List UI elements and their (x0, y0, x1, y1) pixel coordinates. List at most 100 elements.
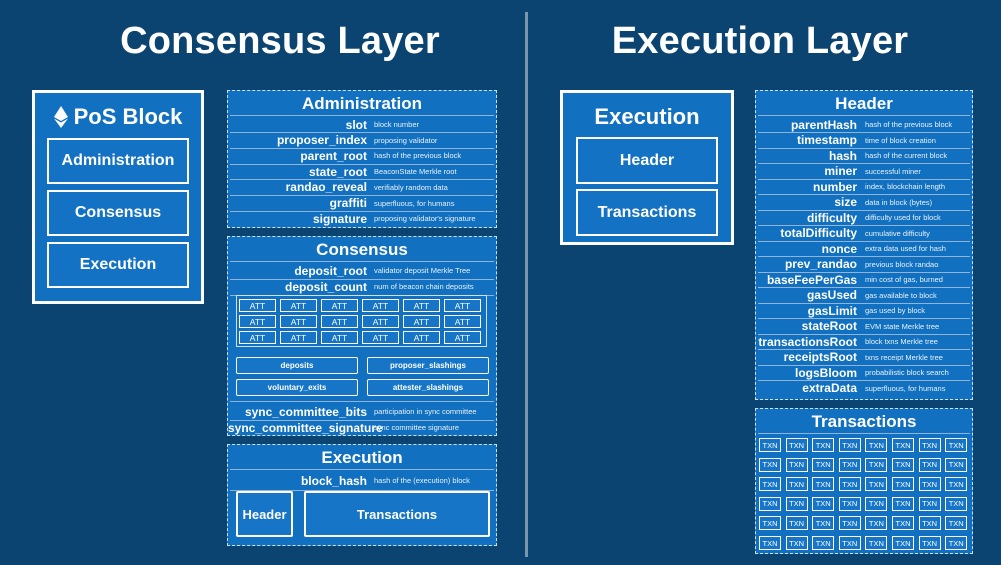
transaction-chip[interactable]: TXN (785, 516, 808, 531)
transaction-chip[interactable]: TXN (918, 457, 941, 472)
transaction-chip[interactable]: TXN (892, 438, 914, 452)
transaction-chip[interactable]: TXN (838, 457, 861, 472)
transaction-chip[interactable]: TXN (785, 536, 808, 550)
voluntary-exits-pill[interactable]: voluntary_exits (236, 379, 358, 396)
field-divider (758, 178, 970, 180)
transaction-chip[interactable]: TXN (785, 477, 808, 492)
pos-item-consensus[interactable]: Consensus (47, 190, 189, 236)
field-desc: previous block randao (865, 259, 939, 269)
transaction-chip[interactable]: TXN (945, 477, 968, 492)
field-key: state_root (308, 164, 367, 179)
pos-item-execution[interactable]: Execution (47, 242, 189, 288)
attestation-chip[interactable]: ATT (444, 299, 481, 312)
transaction-chip[interactable]: TXN (838, 496, 861, 511)
execution-block: Execution Header Transactions (560, 90, 734, 245)
transaction-chip[interactable]: TXN (865, 457, 888, 472)
transaction-chip[interactable]: TXN (865, 438, 888, 452)
attestation-chip[interactable]: ATT (239, 299, 276, 312)
transaction-chip[interactable]: TXN (759, 438, 781, 452)
transaction-chip[interactable]: TXN (785, 496, 808, 511)
transaction-chip[interactable]: TXN (812, 536, 835, 550)
transaction-chip[interactable]: TXN (838, 536, 861, 550)
execution-header-button[interactable]: Header (236, 491, 293, 537)
attestation-chip[interactable]: ATT (239, 315, 276, 328)
field-desc: hash of the previous block (374, 151, 462, 161)
attestation-chip[interactable]: ATT (403, 299, 440, 312)
field-divider (758, 225, 970, 226)
transaction-chip[interactable]: TXN (838, 516, 861, 531)
transaction-chip[interactable]: TXN (759, 457, 781, 472)
execution-item-transactions[interactable]: Transactions (576, 189, 718, 236)
proposer-slashings-pill[interactable]: proposer_slashings (367, 357, 489, 374)
transaction-chip[interactable]: TXN (892, 457, 914, 472)
field-key: difficulty (807, 210, 857, 225)
transaction-chip[interactable]: TXN (785, 438, 808, 452)
transaction-chip[interactable]: TXN (838, 438, 861, 452)
transaction-chip[interactable]: TXN (892, 516, 914, 531)
transaction-chip[interactable]: TXN (812, 477, 835, 492)
attestation-chip[interactable]: ATT (321, 299, 358, 312)
transaction-chip[interactable]: TXN (945, 438, 968, 452)
attestation-chip[interactable]: ATT (280, 315, 317, 328)
attestation-chip[interactable]: ATT (444, 331, 481, 344)
transaction-chip[interactable]: TXN (785, 457, 808, 472)
transaction-chip[interactable]: TXN (892, 477, 914, 492)
pos-block-title: PoS Block (73, 104, 183, 129)
pos-item-administration[interactable]: Administration (47, 138, 189, 184)
transaction-chip[interactable]: TXN (759, 477, 781, 492)
transaction-chip[interactable]: TXN (892, 536, 914, 550)
transaction-chip[interactable]: TXN (918, 438, 941, 452)
transaction-chip[interactable]: TXN (918, 516, 941, 531)
attestation-chip[interactable]: ATT (403, 331, 440, 344)
field-divider (230, 163, 494, 165)
transaction-chip[interactable]: TXN (865, 516, 888, 531)
field-key: signature (312, 211, 367, 226)
transaction-chip[interactable]: TXN (945, 496, 968, 511)
transaction-chip[interactable]: TXN (865, 496, 888, 511)
transaction-chip[interactable]: TXN (892, 496, 914, 511)
transaction-chip[interactable]: TXN (945, 457, 968, 472)
transaction-chip[interactable]: TXN (918, 496, 941, 511)
transaction-chip[interactable]: TXN (865, 536, 888, 550)
attestation-chip[interactable]: ATT (239, 331, 276, 344)
consensus-layer-title: Consensus Layer (120, 20, 440, 62)
attestation-chip[interactable]: ATT (362, 315, 399, 328)
attestation-chip[interactable]: ATT (444, 315, 481, 328)
transaction-chip[interactable]: TXN (759, 516, 781, 531)
attester-slashings-pill[interactable]: attester_slashings (367, 379, 489, 396)
transaction-chip[interactable]: TXN (759, 536, 781, 550)
field-key: slot (345, 117, 367, 132)
transaction-chip[interactable]: TXN (945, 516, 968, 531)
transaction-chip[interactable]: TXN (812, 516, 835, 531)
execution-item-header[interactable]: Header (576, 137, 718, 184)
transaction-chip[interactable]: TXN (812, 496, 835, 511)
attestation-chip[interactable]: ATT (280, 331, 317, 344)
deposits-pill[interactable]: deposits (236, 357, 358, 374)
field-key: prev_randao (784, 257, 857, 271)
transaction-chip[interactable]: TXN (759, 496, 781, 511)
transaction-chip[interactable]: TXN (918, 477, 941, 492)
attestation-chip[interactable]: ATT (321, 315, 358, 328)
attestation-chip[interactable]: ATT (362, 299, 399, 312)
attestation-chip[interactable]: ATT (362, 331, 399, 344)
field-key: nonce (821, 241, 857, 256)
field-desc: block number (374, 120, 420, 129)
field-divider (758, 194, 970, 195)
transaction-chip[interactable]: TXN (945, 536, 968, 550)
field-desc: successful miner (865, 166, 921, 176)
transaction-chip[interactable]: TXN (812, 457, 835, 472)
attestation-chip[interactable]: ATT (403, 315, 440, 328)
execution-transactions-button[interactable]: Transactions (304, 491, 490, 537)
attestation-chip[interactable]: ATT (280, 299, 317, 312)
transaction-chip[interactable]: TXN (812, 438, 835, 452)
transaction-chip[interactable]: TXN (918, 536, 941, 550)
attestation-chip[interactable]: ATT (321, 331, 358, 344)
transaction-chip[interactable]: TXN (865, 477, 888, 492)
transaction-chip[interactable]: TXN (838, 477, 861, 492)
